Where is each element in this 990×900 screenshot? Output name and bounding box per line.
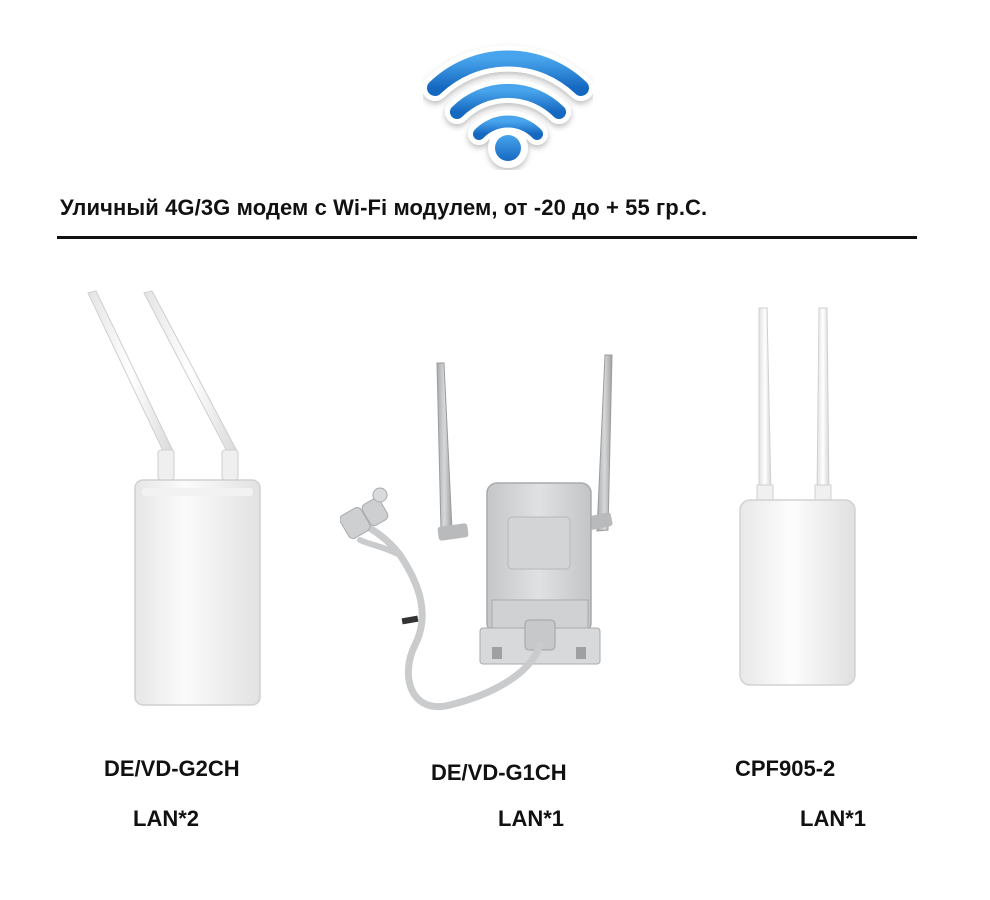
product-ports-2: LAN*1 — [498, 806, 565, 831]
product-ports-3: LAN*1 — [800, 806, 867, 831]
product-image-cpf905-2 — [739, 307, 856, 686]
page-title: Уличный 4G/3G модем с Wi-Fi модулем, от … — [60, 195, 708, 220]
product-image-de-vd-g2ch — [87, 290, 261, 706]
title-underline — [57, 236, 917, 239]
product-ports-1: LAN*2 — [133, 806, 200, 831]
wifi-icon — [423, 45, 593, 168]
product-model-1: DE/VD-G2CH — [104, 756, 240, 781]
product-model-3: CPF905-2 — [735, 756, 836, 781]
product-image-de-vd-g1ch — [340, 354, 613, 711]
product-model-2: DE/VD-G1CH — [431, 760, 567, 785]
